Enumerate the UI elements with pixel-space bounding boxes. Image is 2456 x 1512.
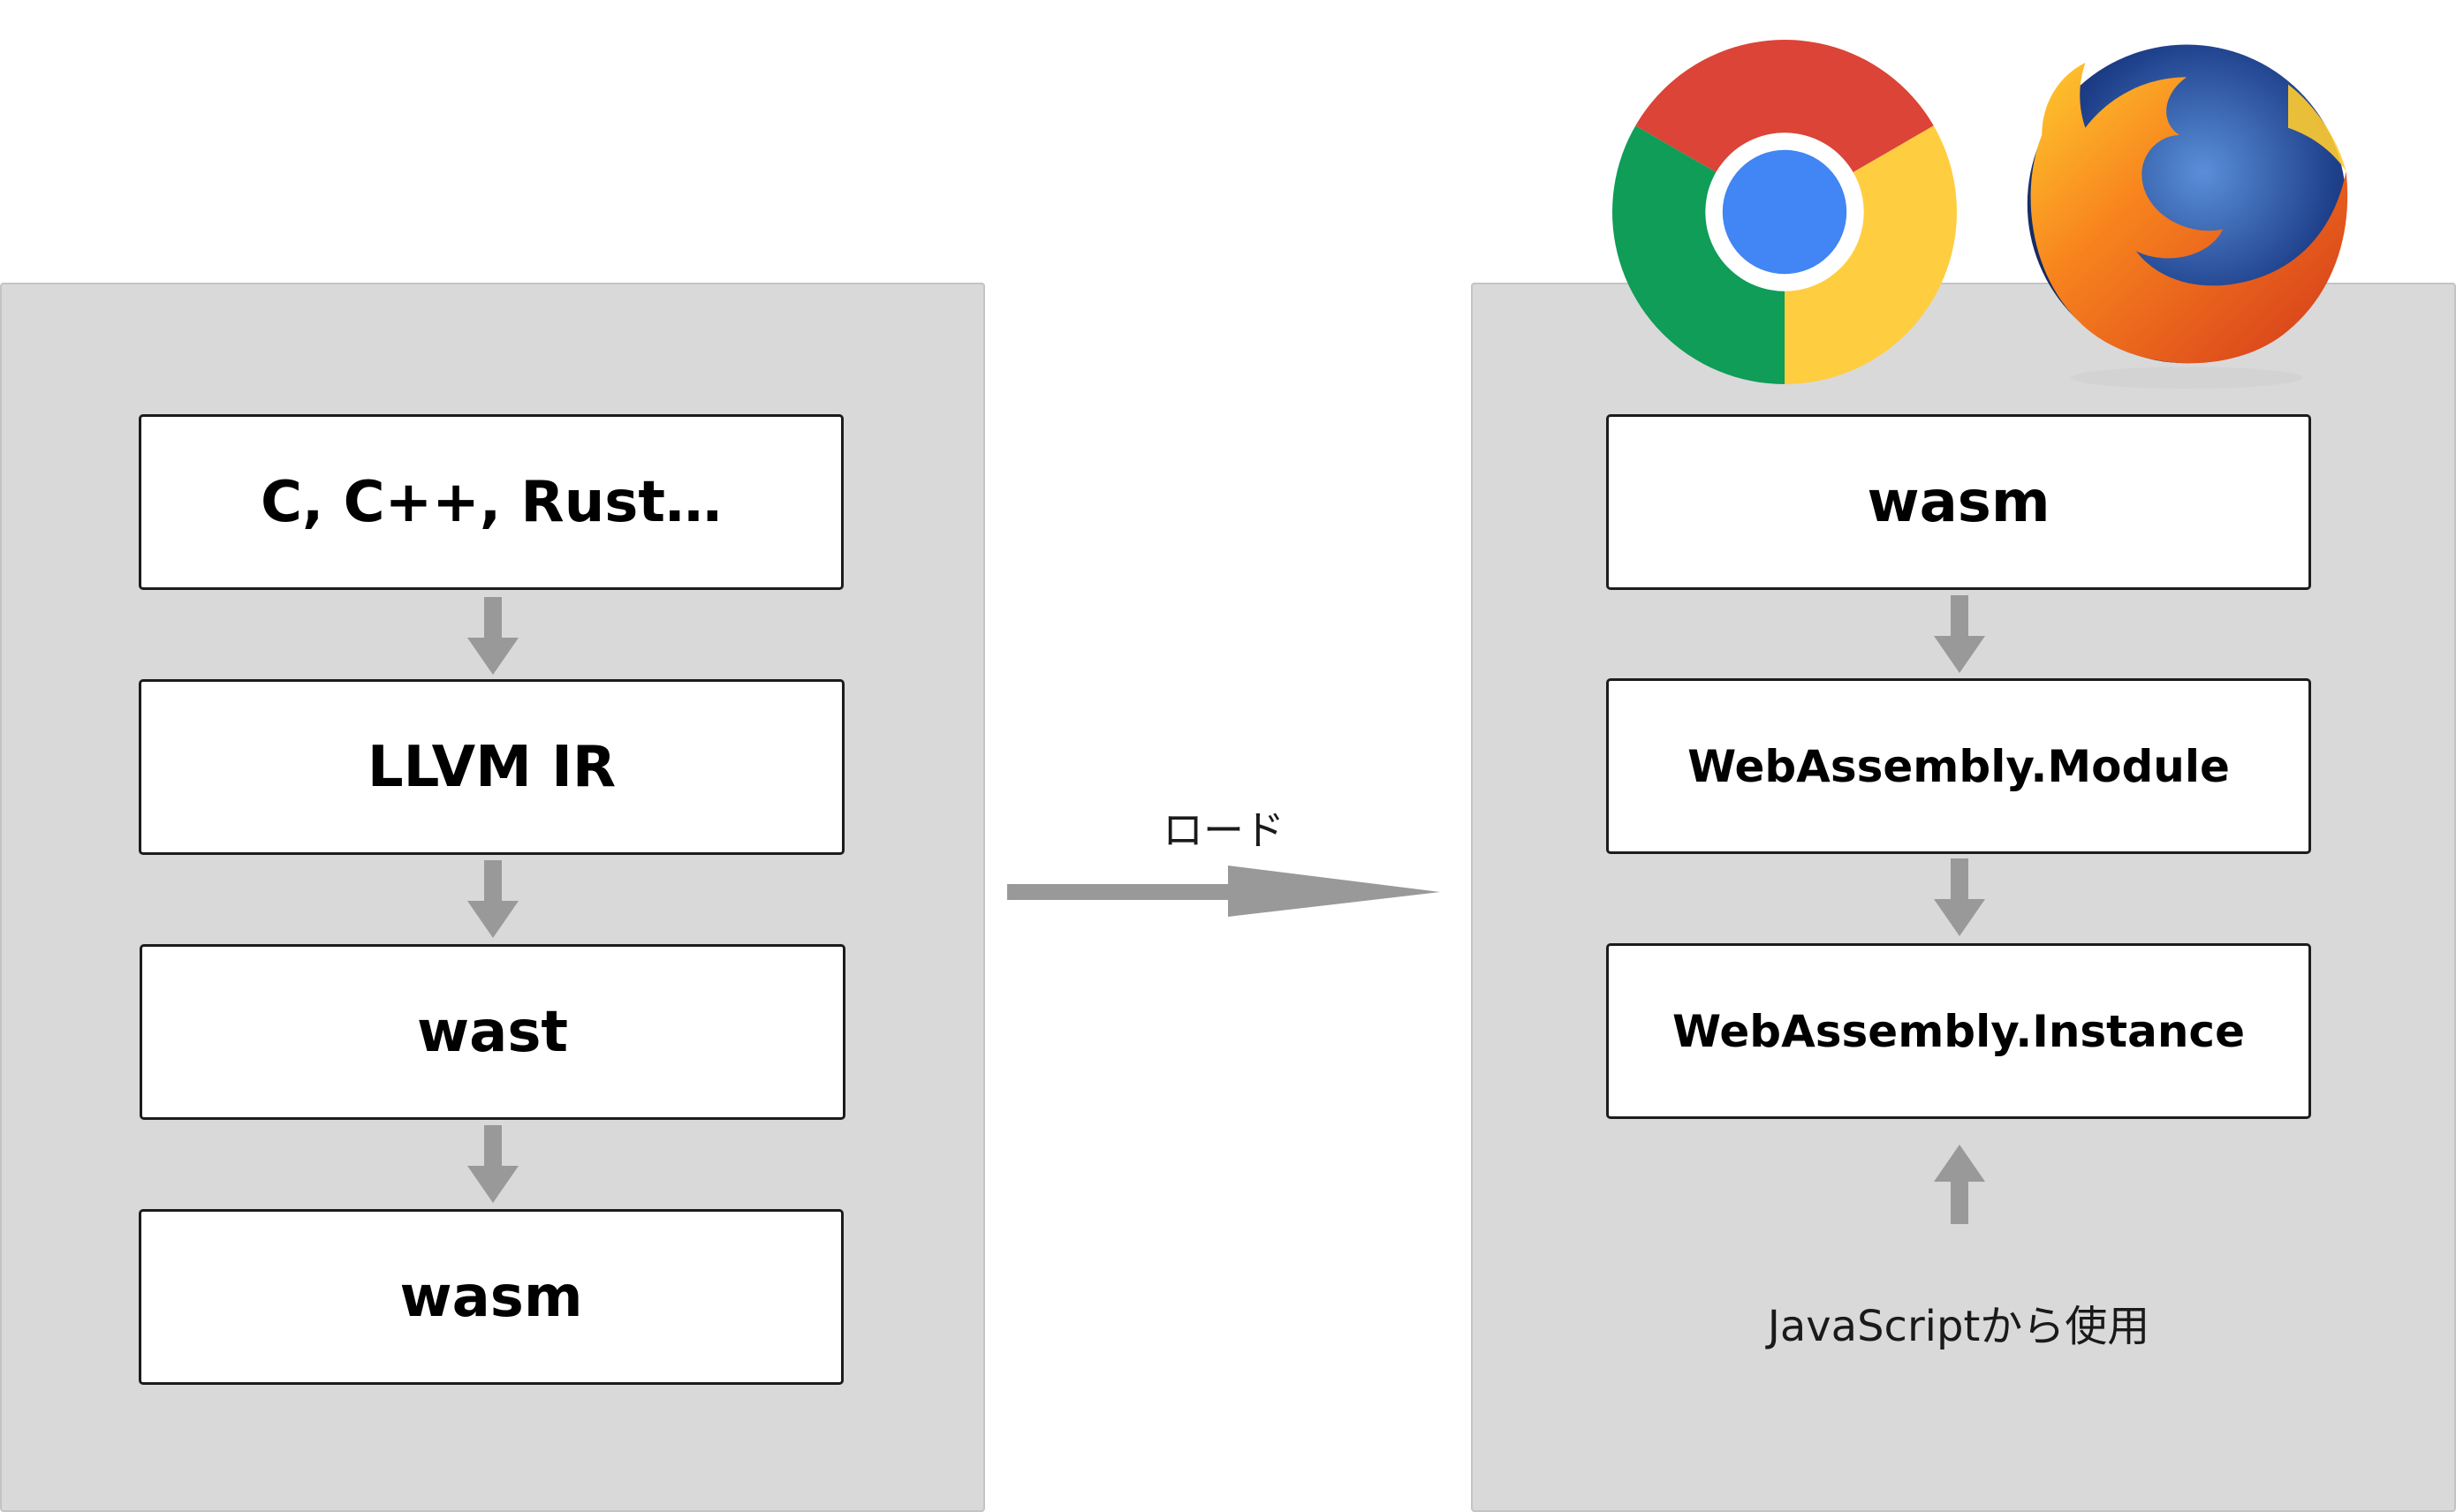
wasm-output-box: wasm	[139, 1209, 844, 1385]
llvm-ir-box: LLVM IR	[139, 679, 845, 855]
wasm-input-label: wasm	[1867, 469, 2050, 535]
wast-label: wast	[417, 999, 568, 1065]
source-languages-label: C, C++, Rust…	[261, 469, 722, 535]
wasm-input-box: wasm	[1606, 414, 2311, 590]
javascript-caller-label: JavaScriptから使用	[1767, 1302, 2150, 1351]
webassembly-module-box: WebAssembly.Module	[1606, 678, 2311, 854]
down-arrow-4	[1934, 595, 1985, 673]
chrome-logo-icon	[1612, 40, 1957, 384]
firefox-logo-icon	[2027, 44, 2348, 389]
webassembly-module-label: WebAssembly.Module	[1687, 740, 2230, 792]
up-arrow	[1934, 1145, 1985, 1224]
down-arrow-1	[467, 597, 519, 675]
load-arrow	[1007, 866, 1440, 917]
down-arrow-2	[467, 860, 519, 938]
llvm-ir-label: LLVM IR	[367, 734, 617, 800]
webassembly-instance-label: WebAssembly.Instance	[1672, 1005, 2245, 1057]
wasm-output-label: wasm	[399, 1264, 583, 1330]
source-languages-box: C, C++, Rust…	[139, 414, 844, 590]
down-arrow-3	[467, 1125, 519, 1203]
down-arrow-5	[1934, 858, 1985, 936]
webassembly-instance-box: WebAssembly.Instance	[1606, 943, 2311, 1119]
wast-box: wast	[140, 944, 845, 1120]
load-label: ロード	[1163, 806, 1285, 854]
